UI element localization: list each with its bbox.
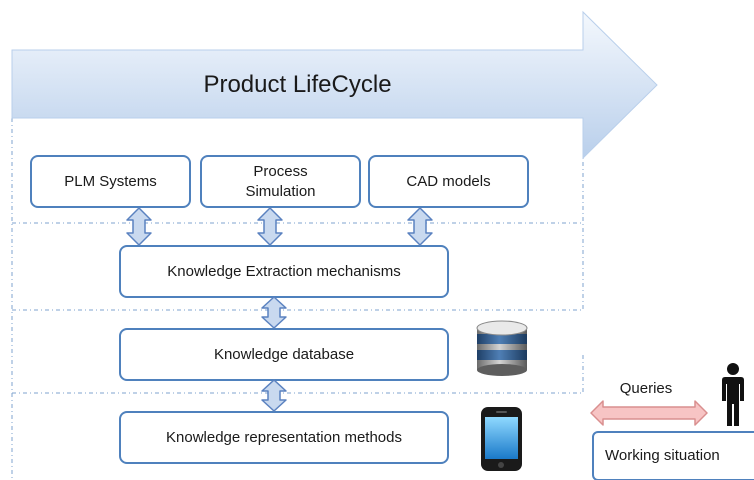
database-representation-arrow — [261, 379, 287, 412]
layer-grid — [11, 118, 584, 480]
layer-arrows — [261, 296, 287, 412]
extraction-database-arrow — [261, 296, 287, 329]
cad-models-label: CAD models — [406, 172, 491, 190]
knowledge-representation-box — [119, 411, 449, 464]
working-situation-label: Working situation — [605, 447, 720, 464]
process-simulation-box — [200, 155, 361, 208]
knowledge-representation-label: Knowledge representation methods — [166, 428, 402, 446]
lifecycle-banner-arrow — [11, 10, 658, 160]
cad-models-box — [368, 155, 529, 208]
plm-systems-box — [30, 155, 191, 208]
page-title: Product LifeCycle — [203, 71, 392, 98]
person-icon — [722, 363, 744, 426]
queries-arrow — [590, 400, 708, 426]
cad-extraction-arrow — [407, 207, 433, 246]
database-icon — [476, 320, 528, 376]
process-simulation-label: Process Simulation — [245, 162, 316, 200]
knowledge-extraction-box — [119, 245, 449, 298]
plm-systems-label: PLM Systems — [64, 172, 157, 190]
source-to-extraction-arrows — [126, 207, 433, 246]
knowledge-database-label: Knowledge database — [213, 345, 355, 363]
simulation-extraction-arrow — [257, 207, 283, 246]
plm-extraction-arrow — [126, 207, 152, 246]
working-situation-box — [592, 431, 754, 480]
knowledge-database-box — [119, 328, 449, 381]
smartphone-icon — [481, 407, 522, 471]
knowledge-extraction-label: Knowledge Extraction mechanisms — [167, 262, 401, 280]
queries-label: Queries — [619, 380, 673, 397]
